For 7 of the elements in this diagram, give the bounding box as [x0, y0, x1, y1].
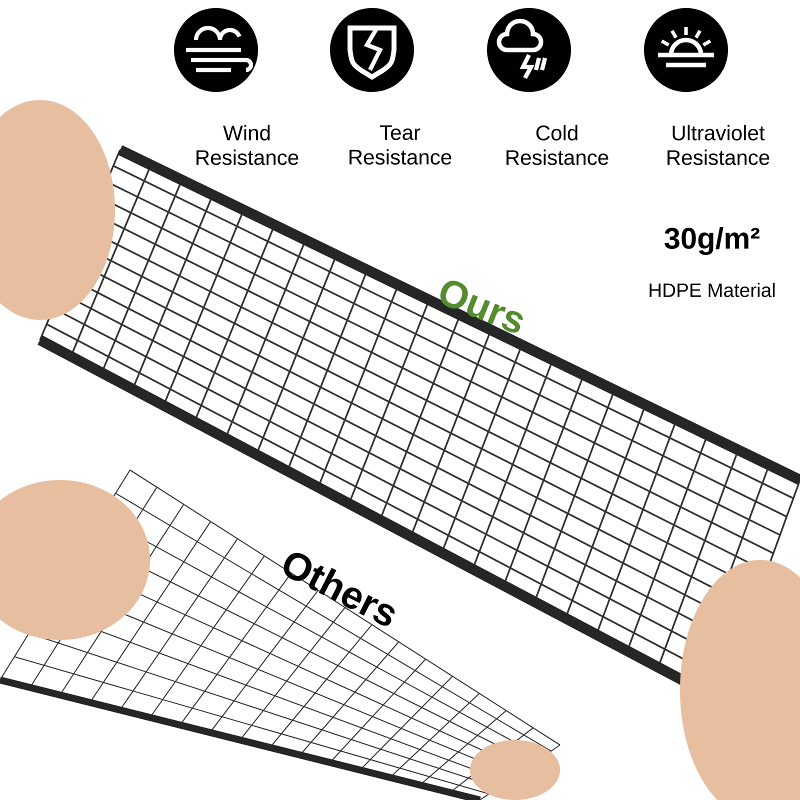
feature-label: Ultraviolet Resistance	[668, 124, 770, 166]
feature-label: Cold Resistance	[506, 124, 608, 166]
feature-label: Wind Resistance	[196, 124, 298, 166]
weight-label: 30g/m²	[664, 226, 760, 255]
feature-label: Tear Resistance	[350, 125, 452, 165]
material-label: HDPE Material	[650, 282, 775, 298]
net-label: Ours	[440, 280, 523, 333]
